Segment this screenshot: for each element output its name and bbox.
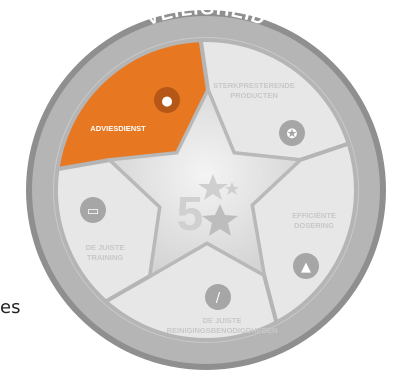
quality-badge-icon-glyph: ✪ xyxy=(287,127,298,142)
segment-1[interactable] xyxy=(55,38,211,172)
mop-icon xyxy=(205,284,231,310)
segment-label-line: ADVIESDIENST xyxy=(90,124,146,133)
edge-text-fragment: es xyxy=(0,297,21,318)
spray-bottle-icon xyxy=(293,253,319,279)
segment-5[interactable] xyxy=(54,157,163,304)
segment-label-line: DE JUISTE xyxy=(203,316,242,325)
segment-label-1: ADVIESDIENST xyxy=(90,124,146,133)
segment-label-line: EFFICIËNTE xyxy=(292,211,336,220)
quality-badge-icon xyxy=(279,120,305,146)
logo-number: 5 xyxy=(177,188,204,241)
consultant-icon-glyph: ● xyxy=(161,94,172,109)
presentation-icon-glyph: ▭ xyxy=(87,204,99,219)
segment-label-line: DE JUISTE xyxy=(86,243,125,252)
mop-icon-glyph: / xyxy=(216,291,221,306)
segment-label-line: DOSERING xyxy=(294,221,334,230)
consultant-icon xyxy=(154,87,180,113)
presentation-icon xyxy=(80,197,106,223)
spray-bottle-icon-glyph: ▲ xyxy=(301,260,311,275)
segment-label-line: REINIGINGSBENODIGDHEDEN xyxy=(167,326,278,335)
five-star-logo: 5 xyxy=(177,174,239,241)
segment-3[interactable] xyxy=(249,141,358,326)
center-star xyxy=(106,86,304,279)
segment-label-line: TRAINING xyxy=(87,253,123,262)
segment-label-line: PRODUCTEN xyxy=(230,91,278,100)
segment-label-line: STERKPRESTERENDE xyxy=(213,81,295,90)
